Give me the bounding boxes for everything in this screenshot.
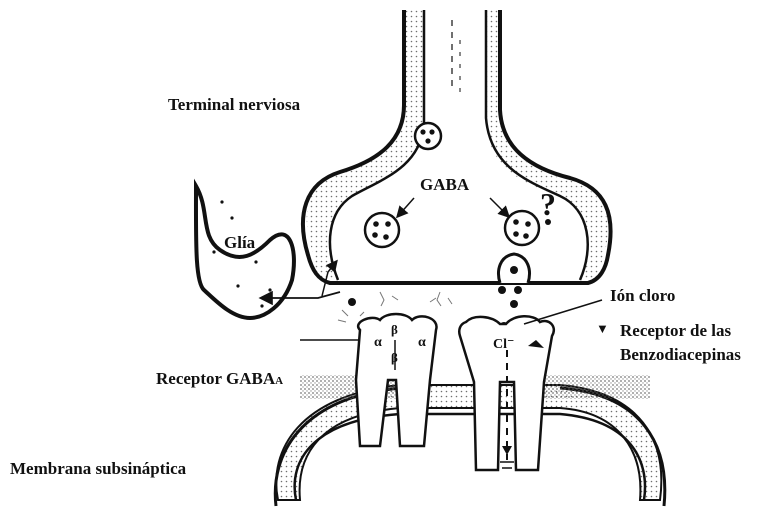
alpha-subunit-right-label: α: [418, 335, 426, 350]
label-gaba: GABA: [420, 176, 469, 193]
vesicle-fusing: [499, 254, 530, 283]
label-receptor-benzo-marker: ▼: [596, 322, 609, 335]
label-receptor-gabaa-main: Receptor GABA: [156, 369, 275, 388]
beta-subunit-top-label: β: [391, 322, 398, 337]
label-terminal-nerviosa: Terminal nerviosa: [168, 96, 300, 113]
nerve-terminal: [303, 10, 611, 283]
vesicle-top: [415, 123, 441, 149]
label-question-mark: ?: [540, 188, 556, 220]
terminal-membrane-stipple: [307, 10, 424, 280]
label-glia: Glía: [224, 234, 255, 251]
alpha-subunit-left-label: α: [374, 335, 382, 350]
label-receptor-gabaa: Receptor GABAA: [156, 370, 283, 387]
label-receptor-benzo-line2: Benzodiacepinas: [620, 346, 741, 363]
ion-cloro-leader: [524, 300, 602, 324]
label-receptor-benzo-line1: Receptor de las: [620, 322, 731, 339]
gaba-arrow-right: [490, 198, 508, 216]
gaba-arrow-left: [398, 198, 414, 216]
label-chloride-ion: Cl⁻: [493, 338, 514, 352]
terminal-membrane-stipple-right: [486, 10, 608, 280]
terminal-outline: [303, 10, 611, 283]
gaba-a-receptor: α α β β: [356, 314, 437, 446]
label-ion-cloro: Ión cloro: [610, 287, 675, 304]
vesicle-left: [365, 213, 399, 247]
beta-subunit-bottom-label: β: [391, 350, 398, 365]
subsynaptic-membrane: [275, 375, 665, 506]
label-receptor-gabaa-subscript: A: [275, 375, 283, 387]
label-membrana-subsinaptica: Membrana subsináptica: [10, 460, 186, 477]
vesicle-right: [505, 211, 539, 245]
